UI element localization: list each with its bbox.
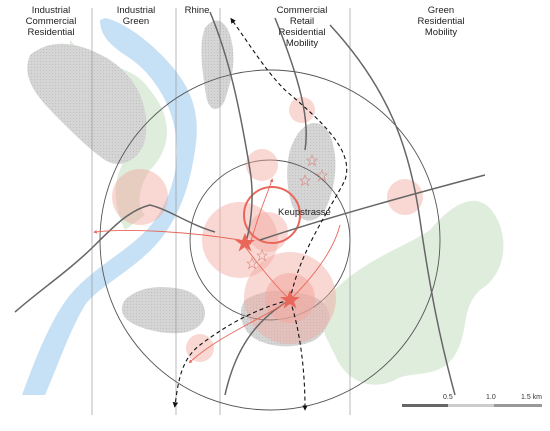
green-area-east [320,200,504,385]
roads [14,11,486,396]
scale-tick-1-0: 1.0 [486,394,496,401]
place-label-keupstrasse: Keupstrasse [278,207,331,218]
built-area-north [201,20,234,110]
zone-label-rhine: Rhine [184,5,210,16]
scale-bar [402,404,542,407]
node-stars [235,154,328,309]
rhine-river [22,18,197,395]
zone-label-industrial-green: Industrial Green [116,5,156,27]
star-icon [280,290,300,309]
scale-tick-0-5: 0.5 [443,394,453,401]
scale-tick-1-5: 1.5 km [521,394,543,401]
zone-label-industrial-commercial-residential: Industrial Commercial Residential [25,5,77,38]
mobility-routes [172,17,348,411]
zone-label-green-residential-mobility: Green Residential Mobility [417,5,465,38]
built-area-northwest [27,43,147,164]
built-area-southwest [121,287,205,334]
star-icon [235,233,255,252]
zone-label-commercial-retail-residential-mobility: Commercial Retail Residential Mobility [276,5,328,49]
